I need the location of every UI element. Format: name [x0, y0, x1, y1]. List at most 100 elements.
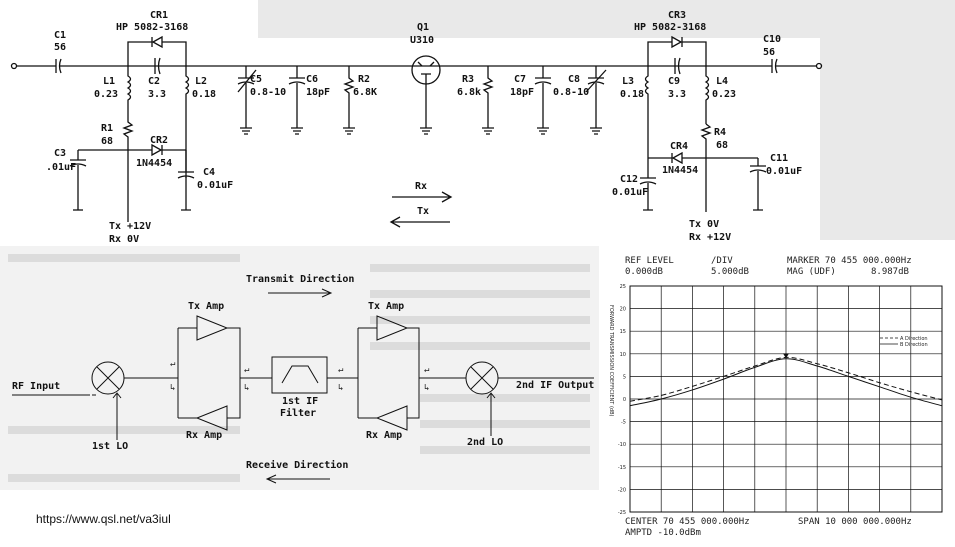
cr4-ref: CR4	[670, 141, 688, 152]
c11-value: 0.01uF	[766, 166, 802, 177]
svg-text:↳: ↳	[424, 383, 429, 393]
left-supply-tx: Tx +12V	[109, 221, 151, 232]
right-supply-tx: Tx 0V	[689, 219, 719, 230]
l4-value: 0.23	[712, 89, 736, 100]
y-tick-label: 15	[620, 329, 626, 335]
svg-text:↵: ↵	[424, 365, 429, 375]
c1-ref: C1	[54, 30, 66, 41]
l3-ref: L3	[622, 76, 634, 87]
bg-faded-panel-right	[820, 0, 955, 240]
cr2-ref: CR2	[150, 135, 168, 146]
y-tick-label: 5	[623, 374, 626, 380]
l3-value: 0.18	[620, 89, 644, 100]
y-tick-label: -20	[618, 487, 626, 493]
c9-ref: C9	[668, 76, 680, 87]
div-value: 5.000dB	[711, 267, 749, 277]
c9-value: 3.3	[668, 89, 686, 100]
cr3-ref: CR3	[668, 10, 686, 21]
network-analyzer-plot: REF LEVEL 0.000dB /DIV 5.000dB MARKER 70…	[599, 246, 955, 547]
series-b-line	[629, 358, 943, 407]
c2-value: 3.3	[148, 89, 166, 100]
c3-value: .01uF	[46, 162, 76, 173]
svg-text:↳: ↳	[170, 383, 175, 393]
c6-value: 18pF	[306, 87, 330, 98]
c7-value: 18pF	[510, 87, 534, 98]
q1-value: U310	[410, 35, 434, 46]
cr1-value: HP 5082-3168	[116, 22, 188, 33]
plot-legend: A Direction B Direction	[880, 336, 928, 348]
cr1-ref: CR1	[150, 10, 168, 21]
c6-ref: C6	[306, 74, 318, 85]
y-tick-label: -5	[621, 420, 626, 426]
c8-ref: C8	[568, 74, 580, 85]
r1-value: 68	[101, 136, 113, 147]
mag-label: MAG (UDF)	[787, 267, 836, 277]
cr2-value: 1N4454	[136, 158, 172, 169]
l1-ref: L1	[103, 76, 115, 87]
svg-text:↳: ↳	[244, 383, 249, 393]
legend-b-label: B Direction	[900, 342, 928, 348]
c1-value: 56	[54, 42, 66, 53]
receive-arrow-icon	[265, 474, 330, 484]
right-supply-rx: Rx +12V	[689, 232, 731, 243]
l2-ref: L2	[195, 76, 207, 87]
bg-faded-panel-top	[258, 0, 830, 38]
rf-input-label: RF Input	[12, 381, 60, 392]
bg-faded-lines	[8, 254, 590, 482]
rx-amp1-label: Rx Amp	[186, 430, 222, 441]
rx-amp2-label: Rx Amp	[366, 430, 402, 441]
if-output-label: 2nd IF Output	[516, 380, 594, 391]
transmit-arrow-icon	[268, 288, 333, 298]
y-tick-label: 25	[620, 284, 626, 290]
div-label: /DIV	[711, 256, 733, 266]
y-tick-label: 20	[620, 307, 626, 313]
c4-ref: C4	[203, 167, 215, 178]
r2-ref: R2	[358, 74, 370, 85]
tx-amp2-label: Tx Amp	[368, 301, 404, 312]
lo2-label: 2nd LO	[467, 437, 503, 448]
bidirectional-amplifier-schematic: C1 56 CR1 HP 5082-3168 C2 3.3 L1 0.23 L2…	[10, 10, 823, 245]
marker-label: MARKER 70 455 000.000Hz	[787, 256, 912, 266]
y-tick-label: -10	[618, 442, 626, 448]
cr4-value: 1N4454	[662, 165, 698, 176]
marker-point	[783, 353, 789, 359]
l1-value: 0.23	[94, 89, 118, 100]
svg-text:↳: ↳	[338, 383, 343, 393]
tx-arrow-icon	[389, 216, 450, 228]
r3-value: 6.8k	[457, 87, 481, 98]
tx-amp2-icon	[376, 315, 409, 341]
c12-value: 0.01uF	[612, 187, 648, 198]
svg-text:↵: ↵	[244, 365, 249, 375]
block-diagram: Transmit Direction RF Input 1st LO ↵ ↳ T…	[12, 273, 594, 484]
rx-arrow-icon	[392, 191, 453, 203]
filter-label-1: 1st IF	[282, 396, 318, 407]
r3-ref: R3	[462, 74, 474, 85]
source-url[interactable]: https://www.qsl.net/va3iul	[36, 512, 171, 526]
receive-direction-label: Receive Direction	[246, 459, 348, 471]
q1-ref: Q1	[417, 22, 429, 33]
y-tick-label: -15	[618, 465, 626, 471]
y-tick-label: 10	[620, 352, 626, 358]
c7-ref: C7	[514, 74, 526, 85]
ref-level-value: 0.000dB	[625, 267, 663, 277]
r4-value: 68	[716, 140, 728, 151]
c10-value: 56	[763, 47, 775, 58]
c2-ref: C2	[148, 76, 160, 87]
r4-ref: R4	[714, 127, 726, 138]
r1-ref: R1	[101, 123, 113, 134]
transmit-direction-label: Transmit Direction	[246, 273, 354, 285]
svg-text:↵: ↵	[338, 365, 343, 375]
y-axis-title: FORWARD TRANSMISSION COEFFICIENT (dB)	[608, 305, 614, 416]
amplitude-setting: AMPTD -10.0dBm	[625, 528, 701, 538]
svg-text:↵: ↵	[170, 359, 175, 369]
left-supply-rx: Rx 0V	[109, 234, 139, 245]
y-tick-label: -25	[618, 510, 626, 516]
lo1-label: 1st LO	[92, 441, 128, 452]
cr3-value: HP 5082-3168	[634, 22, 706, 33]
span-frequency: SPAN 10 000 000.000Hz	[798, 517, 912, 527]
c11-ref: C11	[770, 153, 788, 164]
ref-level-label: REF LEVEL	[625, 256, 674, 266]
center-frequency: CENTER 70 455 000.000Hz	[625, 517, 750, 527]
